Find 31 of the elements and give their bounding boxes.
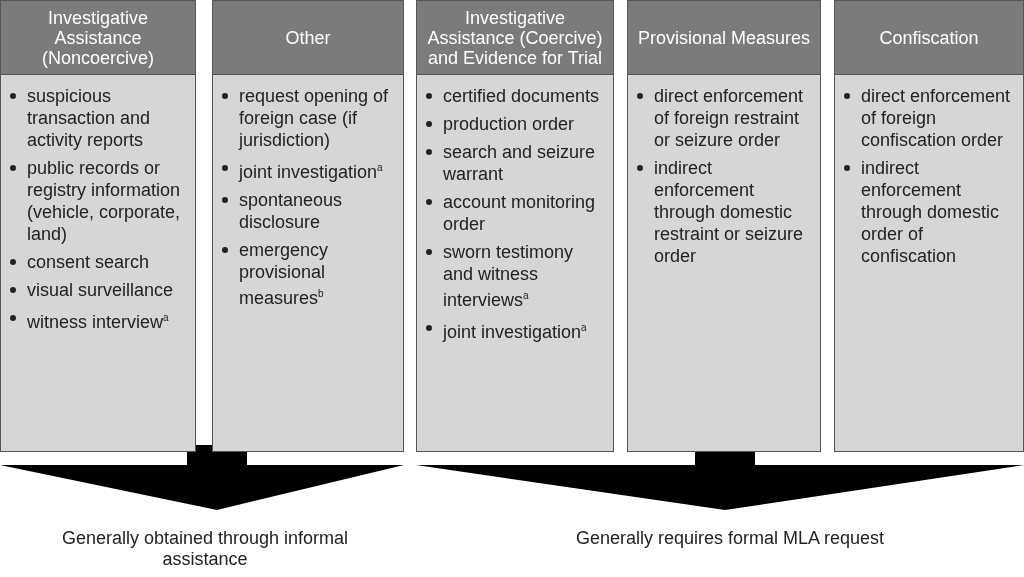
bullet-item: indirect enforcement through domestic restraint or seizure order xyxy=(654,157,814,267)
column-panel xyxy=(416,0,614,452)
bullet-item: spontaneous disclosure xyxy=(239,189,397,233)
block-arrow xyxy=(0,445,404,510)
outcome-text: Generally requires formal MLA request xyxy=(480,528,980,549)
bullet-item: search and seizure warrant xyxy=(443,141,607,185)
column-heading: Provisional Measures xyxy=(628,1,820,75)
bullet-item: visual surveillance xyxy=(27,279,189,301)
column-panel xyxy=(0,0,196,452)
bullet-item: emergency provisional measures$^{b}$ xyxy=(239,239,397,309)
bullet-item: consent search xyxy=(27,251,189,273)
bullet-item: direct enforcement of foreign confiscation order xyxy=(861,85,1017,151)
bullet-item: production order xyxy=(443,113,607,135)
bullet-item: request opening of foreign case (if jurisdiction) xyxy=(239,85,397,151)
bullet-item: joint investigation$^{a}$ xyxy=(239,157,397,183)
bullet-item: indirect enforcement through domestic order of confiscation xyxy=(861,157,1017,267)
column-heading: Other xyxy=(213,1,403,75)
bullet-item: certified documents xyxy=(443,85,607,107)
column-heading: Confiscation xyxy=(835,1,1023,75)
column-panel xyxy=(834,0,1024,452)
bullet-item: public records or registry information (vehicle, corporate, land) xyxy=(27,157,189,245)
bullet-item: joint investigation$^{a}$ xyxy=(443,317,607,343)
column-panel xyxy=(627,0,821,452)
bullet-item: suspicious transaction and activity reports xyxy=(27,85,189,151)
bullet-item: witness interview$^{a}$ xyxy=(27,307,189,333)
column-heading: Investigative Assistance (Noncoercive) xyxy=(1,1,195,75)
bullet-item: direct enforcement of foreign restraint or seizure order xyxy=(654,85,814,151)
outcome-text: Generally obtained through informal assistance xyxy=(60,528,350,570)
column-heading: Investigative Assistance (Coercive) and Evidence for Trial xyxy=(417,1,613,75)
bullet-item: account monitoring order xyxy=(443,191,607,235)
column-panel xyxy=(212,0,404,452)
